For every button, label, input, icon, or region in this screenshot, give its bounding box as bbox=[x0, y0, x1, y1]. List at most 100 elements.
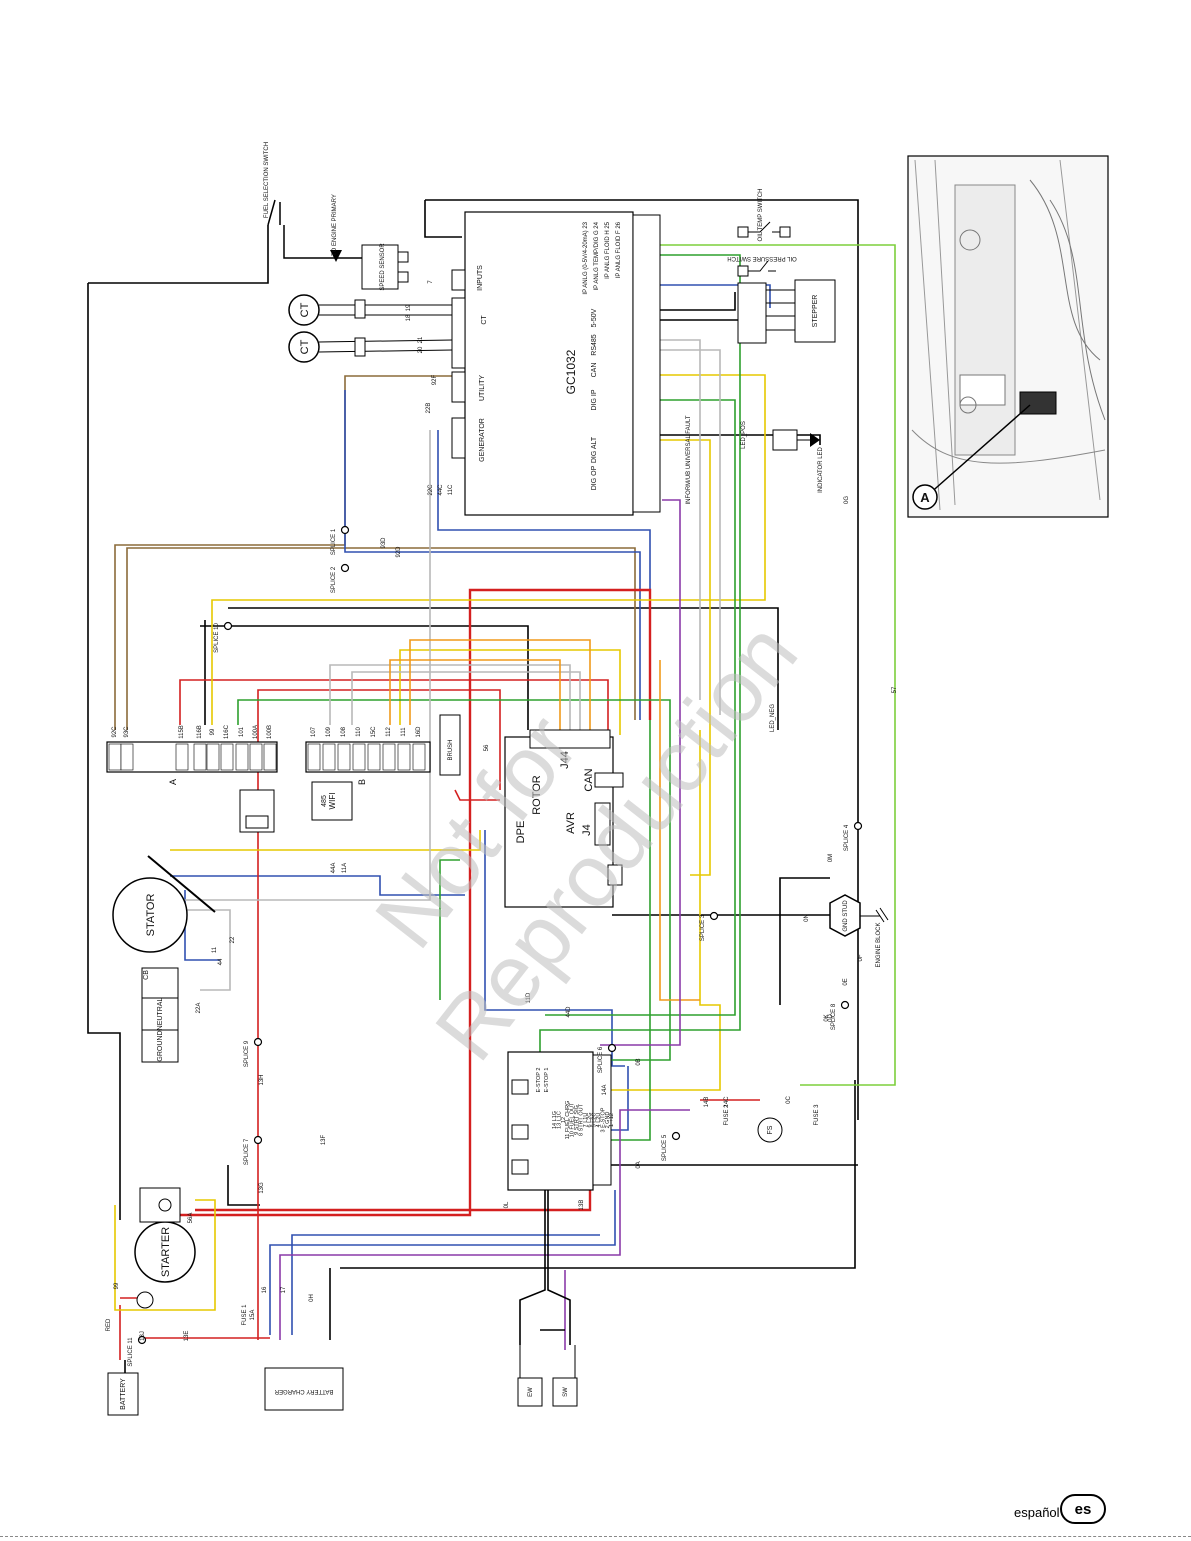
controller-inputs-label: INPUTS bbox=[477, 265, 484, 291]
starter: STARTER bbox=[134, 1187, 196, 1309]
stator: STATOR bbox=[112, 855, 216, 953]
j44-label: J44 bbox=[559, 751, 571, 769]
dpe-label: DPE bbox=[515, 821, 527, 844]
wire-number-label: 13E bbox=[184, 1331, 190, 1342]
splice-dot bbox=[253, 1135, 263, 1145]
splice-label: SPLICE 10 bbox=[214, 622, 220, 652]
mcu-terminal-label: E-STOP 2 bbox=[536, 1068, 542, 1093]
brush: BRUSH bbox=[439, 714, 461, 776]
wire-bundle bbox=[87, 199, 896, 1373]
stepper: STEPPER bbox=[737, 279, 836, 344]
splice-dot bbox=[840, 1000, 850, 1010]
wire-number-label: 20 bbox=[418, 346, 424, 353]
wifi-module: WIFI 485 bbox=[311, 781, 353, 821]
wire-number-label: 14B bbox=[704, 1097, 710, 1108]
terminal-b-wire-label: 15C bbox=[371, 726, 377, 738]
wire-number-label: 56 bbox=[484, 744, 490, 751]
footer-language-badge: es bbox=[1060, 1494, 1106, 1524]
terminal-b-wire-label: 111 bbox=[401, 727, 407, 737]
splice-dot bbox=[340, 525, 350, 535]
wire-number-label: 14A bbox=[602, 1085, 608, 1096]
sw-label: SW bbox=[563, 1387, 569, 1397]
wire-number-label: 13J bbox=[140, 1331, 146, 1341]
fuel-selection-switch: FUEL SELECTION SWITCH TO ENGINE PRIMARY bbox=[264, 142, 362, 262]
engine-block-label: ENGINE BLOCK bbox=[876, 922, 882, 967]
terminal-a-wire-label: 93C bbox=[124, 726, 130, 738]
terminal-a-cell bbox=[220, 743, 234, 771]
brush-label: BRUSH bbox=[448, 739, 454, 760]
mcu-terminal-label: 14 L1G bbox=[552, 1111, 558, 1129]
fuse3-label: FUSE 3 bbox=[814, 1104, 820, 1126]
wire-number-label: 0N bbox=[804, 914, 810, 922]
wire-number-label: 44C bbox=[438, 484, 444, 496]
terminal-a-cell bbox=[206, 743, 220, 771]
splice-dot bbox=[607, 1043, 617, 1053]
mcu-terminal-label: 4 L2U bbox=[596, 1113, 602, 1128]
rotor-label: ROTOR bbox=[531, 775, 543, 815]
wire-number-label: 11D bbox=[526, 992, 532, 1003]
splice-label: SPLICE 5 bbox=[662, 1134, 668, 1161]
wire-number-label: 13B bbox=[579, 1200, 585, 1211]
j4-label: J4 bbox=[581, 824, 593, 836]
to-engine-primary-label: TO ENGINE PRIMARY bbox=[332, 194, 338, 256]
current-transformers: CT CT bbox=[288, 294, 453, 363]
splice-dot bbox=[671, 1131, 681, 1141]
terminal-a-wire-label: 100A bbox=[253, 725, 259, 739]
speed-sensor: SPEED SENSOR bbox=[361, 243, 409, 291]
battery: BATTERY bbox=[107, 1372, 139, 1416]
wire-number-label: 17 bbox=[281, 1286, 287, 1293]
controller-dig-ip-label: DIG IP bbox=[591, 389, 598, 410]
can-label: CAN bbox=[583, 768, 595, 791]
wire-number-label: 19 bbox=[406, 304, 412, 311]
terminal-b-cell bbox=[322, 743, 336, 771]
indicator-led: INDICATOR LED LED_POS LED_NEG INFORM/UB … bbox=[686, 415, 824, 732]
controller-analog-3: IP ANLG TEMP/DIG G 24 bbox=[594, 221, 600, 290]
wire-number-label: 0F bbox=[858, 954, 864, 961]
wire-number-label: 11A bbox=[342, 863, 348, 873]
splice-dot bbox=[340, 563, 350, 573]
splice-label: SPLICE 2 bbox=[331, 566, 337, 593]
ew-label: EW bbox=[528, 1387, 534, 1397]
battery-charger: BATTERY CHARGER bbox=[264, 1367, 344, 1411]
wire-number-label: 57 bbox=[892, 686, 898, 693]
terminal-a-cell bbox=[249, 743, 263, 771]
fuse1-rating: 15A bbox=[250, 1310, 256, 1321]
terminal-a-wire-label: 92C bbox=[112, 726, 118, 738]
terminal-block-b-label: B bbox=[357, 779, 367, 785]
inset-photo: A bbox=[907, 155, 1109, 518]
wire-number-label: 56A bbox=[188, 1213, 194, 1224]
battery-charger-label: BATTERY CHARGER bbox=[274, 1388, 333, 1394]
wire-number-label: 99 bbox=[114, 1282, 120, 1289]
wire-number-label: RED bbox=[106, 1318, 112, 1331]
inform-fault-label: INFORM/UB UNIVERSAL FAULT bbox=[686, 415, 692, 504]
controller-dig-op-label: DIG OP bbox=[591, 465, 598, 490]
ground-label: GROUND bbox=[157, 1030, 164, 1061]
mcu-terminal-label: 2 GND bbox=[605, 1112, 611, 1129]
mcu-terminal-label: E-STOP 1 bbox=[544, 1068, 550, 1093]
terminal-a-cell bbox=[175, 743, 189, 771]
led-neg-label: LED_NEG bbox=[770, 704, 776, 732]
oil-temp-switch-label: OIL TEMP SWITCH bbox=[758, 189, 764, 242]
gnd-stud-label: GND STUD bbox=[843, 900, 849, 932]
terminal-a-cell bbox=[193, 743, 207, 771]
terminal-a-cell bbox=[263, 743, 277, 771]
ew-sw-switches: EW SW bbox=[517, 1345, 578, 1407]
footer-language: español bbox=[1014, 1505, 1060, 1520]
wire-number-label: 44 bbox=[218, 958, 224, 965]
led-pos-label: LED_POS bbox=[741, 421, 747, 449]
terminal-b-cell bbox=[352, 743, 366, 771]
mcu-terminal-label: 3 E-STOP bbox=[600, 1107, 606, 1132]
splice-label: SPLICE 9 bbox=[244, 1040, 250, 1067]
wire-number-label: 16 bbox=[262, 1286, 268, 1293]
wifi-label: WIFI bbox=[328, 793, 337, 810]
mcu-terminal-label: 5 L2C bbox=[592, 1113, 598, 1128]
terminal-a-cell bbox=[120, 743, 134, 771]
stator-label: STATOR bbox=[145, 894, 157, 937]
wire-number-label: 14C bbox=[724, 1096, 730, 1108]
fs-label: FS bbox=[767, 1125, 774, 1134]
controller-ct-label: CT bbox=[481, 315, 488, 325]
wire-number-label: 22B bbox=[426, 403, 432, 414]
